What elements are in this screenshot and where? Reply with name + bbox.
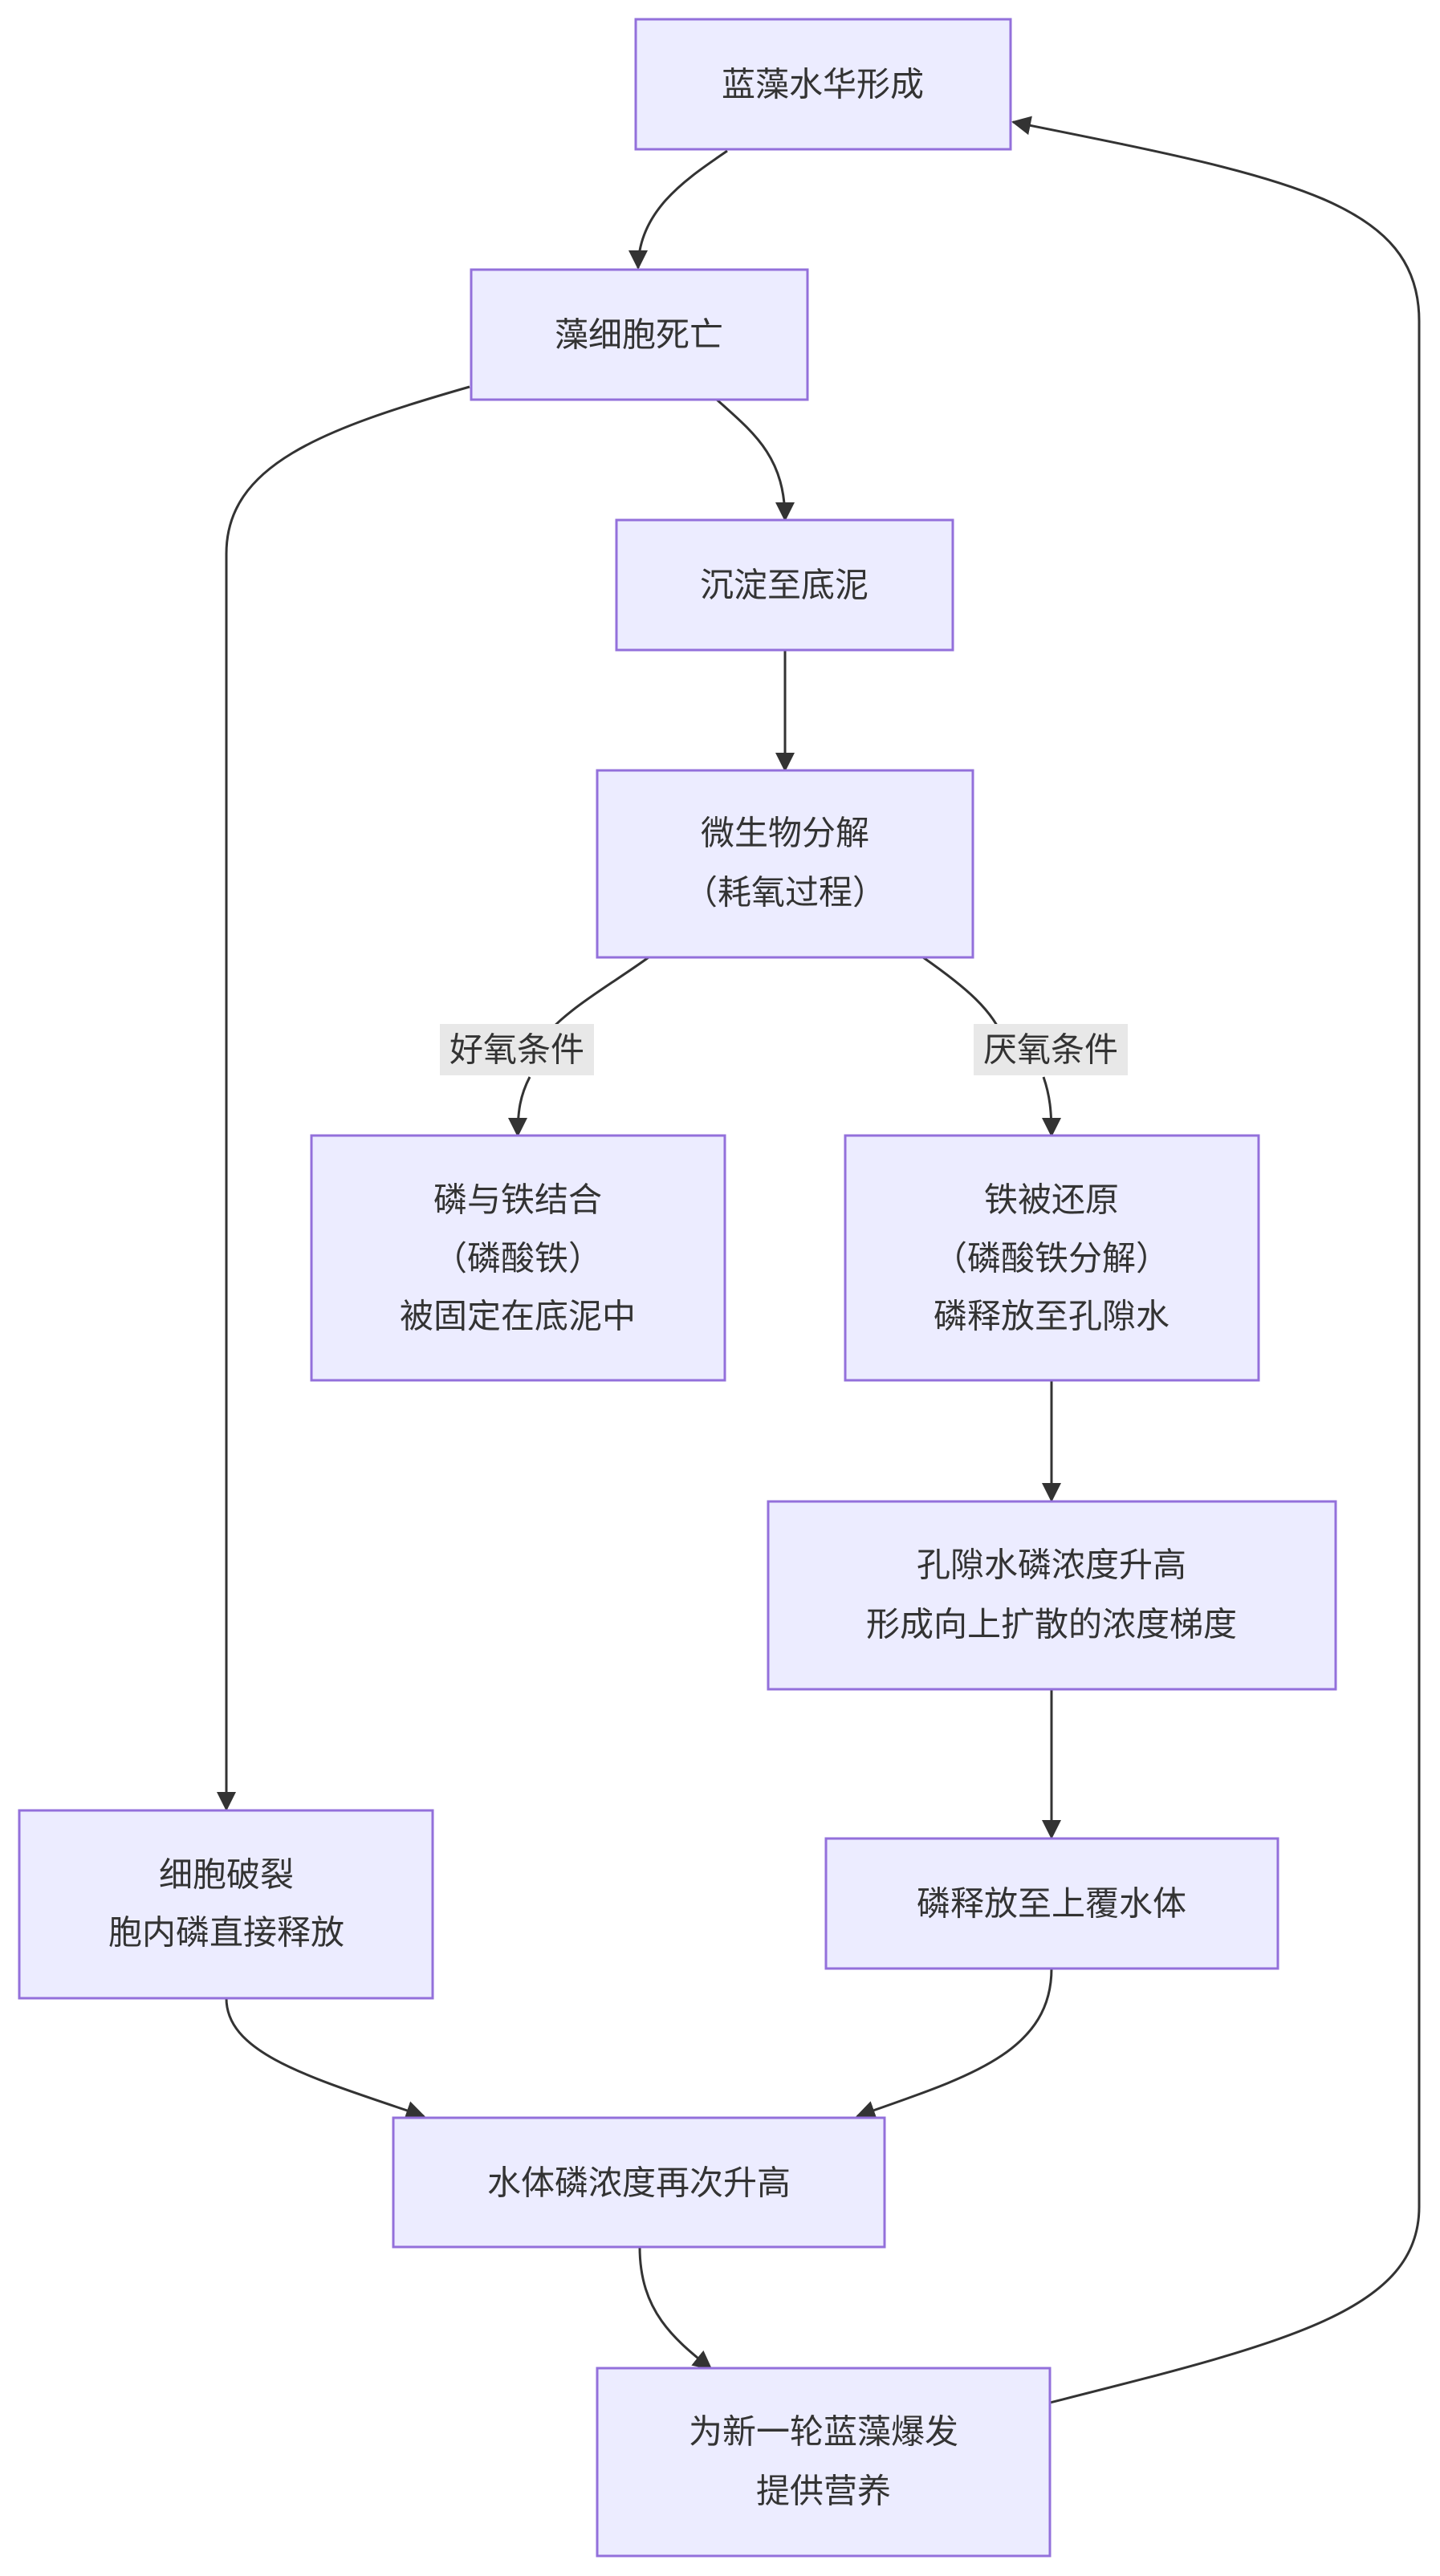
node-nutrient-line-1: 为新一轮蓝藻爆发	[689, 2412, 958, 2452]
node-nutrient: 为新一轮蓝藻爆发 提供营养	[596, 2367, 1052, 2558]
node-reduction: 铁被还原 （磷酸铁分解） 磷释放至孔隙水	[844, 1134, 1260, 1382]
edge-increase-to-nutrient	[638, 2246, 713, 2371]
edge-release-to-increase	[856, 1968, 1053, 2119]
edge-lysis-to-increase	[225, 1997, 425, 2120]
node-bloom-line-1: 蓝藻水华形成	[722, 65, 924, 104]
node-sediment: 沉淀至底泥	[615, 518, 954, 652]
edge-nutrient-to-bloom	[1011, 116, 1421, 2404]
node-release-line-1: 磷释放至上覆水体	[917, 1884, 1186, 1924]
node-fixation-line-2: （磷酸铁）	[433, 1239, 602, 1278]
edge-death-to-lysis	[217, 385, 470, 1811]
node-release: 磷释放至上覆水体	[824, 1837, 1279, 1970]
node-reduction-line-3: 磷释放至孔隙水	[934, 1297, 1169, 1336]
edge-label-aerobic: 好氧条件	[440, 1024, 594, 1075]
node-reduction-line-2: （磷酸铁分解）	[934, 1239, 1169, 1278]
node-reduction-line-1: 铁被还原	[984, 1180, 1119, 1220]
node-decompose-line-1: 微生物分解	[701, 814, 869, 853]
node-porewater: 孔隙水磷浓度升高 形成向上扩散的浓度梯度	[767, 1500, 1337, 1691]
node-increase-line-1: 水体磷浓度再次升高	[487, 2164, 791, 2203]
node-fixation-line-3: 被固定在底泥中	[400, 1297, 636, 1336]
node-death-line-1: 藻细胞死亡	[555, 315, 723, 355]
node-sediment-line-1: 沉淀至底泥	[700, 566, 868, 605]
node-lysis-line-2: 胞内磷直接释放	[108, 1913, 344, 1952]
edge-label-anaerobic: 厌氧条件	[974, 1024, 1128, 1075]
node-porewater-line-2: 形成向上扩散的浓度梯度	[866, 1605, 1237, 1644]
node-decompose: 微生物分解 （耗氧过程）	[596, 769, 974, 959]
node-porewater-line-1: 孔隙水磷浓度升高	[917, 1546, 1186, 1585]
node-fixation-line-1: 磷与铁结合	[433, 1180, 602, 1220]
node-fixation: 磷与铁结合 （磷酸铁） 被固定在底泥中	[310, 1134, 726, 1382]
node-lysis: 细胞破裂 胞内磷直接释放	[18, 1809, 434, 2000]
edge-bloom-to-death	[628, 149, 728, 270]
edge-label-anaerobic-text: 厌氧条件	[983, 1030, 1118, 1070]
edge-death-to-sediment	[716, 398, 795, 522]
node-lysis-line-1: 细胞破裂	[159, 1855, 294, 1895]
node-decompose-line-2: （耗氧过程）	[684, 873, 886, 912]
node-nutrient-line-2: 提供营养	[756, 2472, 891, 2511]
edge-label-aerobic-text: 好氧条件	[449, 1030, 584, 1070]
node-death: 藻细胞死亡	[470, 268, 809, 401]
node-bloom: 蓝藻水华形成	[634, 18, 1012, 151]
node-increase: 水体磷浓度再次升高	[392, 2116, 886, 2249]
